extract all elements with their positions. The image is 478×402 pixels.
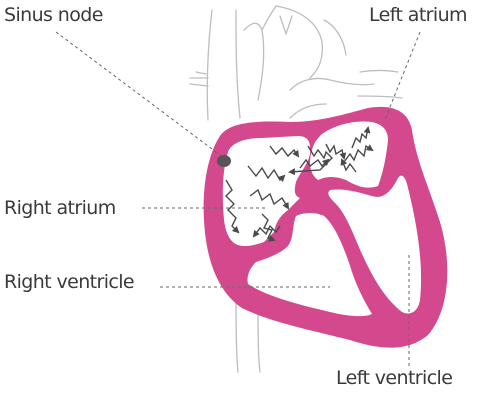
- zigzag-arrow-icon: [248, 166, 284, 180]
- sinus-node-icon: [217, 155, 231, 167]
- aorta-outline: [244, 23, 264, 100]
- pulmonary-vein-1: [360, 71, 398, 73]
- pulmonary-vein-3: [290, 104, 326, 118]
- left-vessel-3: [196, 72, 206, 74]
- zigzag-arrow-icon: [290, 146, 332, 172]
- aorta-arch: [276, 6, 322, 78]
- aorta-arch-inner: [324, 20, 346, 55]
- leader-line-sinus-node: [56, 32, 224, 158]
- superior-vena-cava-outline: [207, 10, 212, 120]
- pulmonary-trunk: [290, 78, 374, 90]
- zigzag-arrow-icon: [270, 146, 298, 156]
- zigzag-arrow-icon: [250, 190, 288, 208]
- superior-vena-cava-outline-2: [236, 10, 240, 118]
- pulmonary-vein-2: [358, 96, 402, 98]
- label-sinus-node: Sinus node: [4, 6, 103, 25]
- left-vessel-2: [190, 84, 208, 86]
- label-right-ventricle: Right ventricle: [4, 273, 134, 292]
- zigzag-arrow-icon: [344, 146, 372, 162]
- zigzag-arrow-icon: [226, 180, 238, 232]
- label-right-atrium: Right atrium: [4, 199, 116, 218]
- top-branch: [280, 16, 292, 34]
- heart-wall: [204, 107, 448, 348]
- zigzag-arrow-icon: [326, 144, 344, 158]
- label-left-ventricle: Left ventricle: [336, 369, 452, 388]
- aorta-branch-left: [262, 6, 276, 30]
- label-left-atrium: Left atrium: [369, 6, 467, 25]
